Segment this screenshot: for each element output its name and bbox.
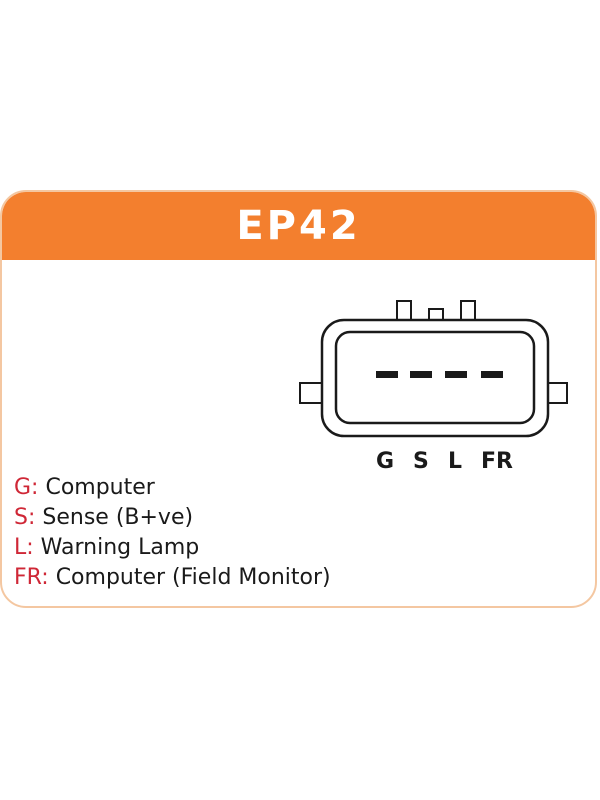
connector-pin-fr (481, 371, 503, 378)
connector-plug-icon (299, 300, 568, 438)
connector-side-tab-left (299, 382, 323, 404)
connector-pin-s (410, 371, 432, 378)
legend-row: S: Sense (B+ve) (14, 503, 584, 533)
legend-row: G: Computer (14, 473, 584, 503)
pin-labels: G S L FR (0, 449, 600, 479)
connector-side-tab-right (546, 382, 568, 404)
card-header: EP42 (2, 192, 595, 260)
legend-row: L: Warning Lamp (14, 533, 584, 563)
connector-pin-l (445, 371, 467, 378)
pin-label-fr: FR (481, 449, 513, 474)
connector-pin-g (376, 371, 398, 378)
connector-housing-inner (334, 330, 536, 425)
connector-top-tab-right (460, 300, 476, 322)
part-number-title: EP42 (236, 203, 361, 249)
pin-label-s: S (413, 449, 429, 474)
legend-description: Sense (B+ve) (42, 505, 194, 530)
connector-top-tab-left (396, 300, 412, 322)
legend-description: Computer (Field Monitor) (55, 565, 331, 590)
legend-key: L: (14, 535, 34, 560)
legend-description: Warning Lamp (40, 535, 200, 560)
pin-legend: G: Computer S: Sense (B+ve) L: Warning L… (14, 473, 584, 593)
pin-label-g: G (376, 449, 395, 474)
legend-key: G: (14, 475, 39, 500)
pin-label-l: L (448, 449, 463, 474)
legend-key: FR: (14, 565, 49, 590)
legend-description: Computer (45, 475, 155, 500)
legend-key: S: (14, 505, 36, 530)
legend-row: FR: Computer (Field Monitor) (14, 563, 584, 593)
